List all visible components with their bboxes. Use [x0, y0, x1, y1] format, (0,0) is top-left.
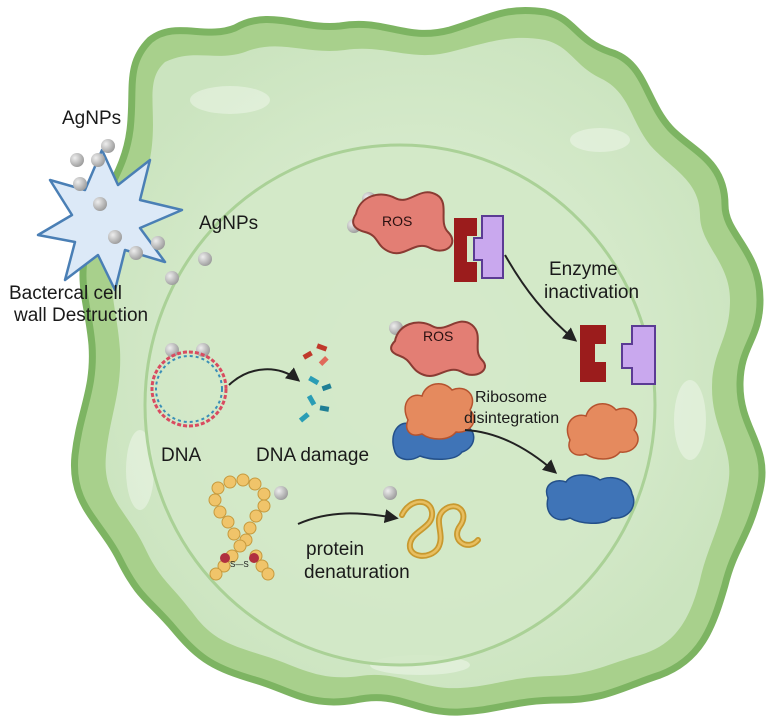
- arrow-protein: [297, 509, 399, 525]
- text-labels: AgNPs AgNPs Bactercal cell wall Destruct…: [9, 108, 639, 583]
- enzyme-dark-subunit: [580, 325, 606, 382]
- disulfide-label: S—S: [230, 560, 249, 569]
- ribosome-small-subunit: [404, 383, 475, 440]
- ribosome-disintegrated: [545, 403, 639, 524]
- nanoparticle-icon: [198, 252, 212, 266]
- ros-blob-icon: [352, 191, 454, 255]
- ros-middle: ROS: [390, 320, 486, 377]
- dna-ring-inner: [155, 355, 223, 423]
- arrow-ribosome: [464, 429, 558, 474]
- enzyme-light-subunit: [473, 215, 504, 279]
- disulfide-bond-node: [249, 553, 259, 563]
- dna-fragment: [321, 383, 332, 392]
- folded-protein: S—S: [208, 473, 275, 581]
- ribosome-large-subunit: [545, 474, 635, 524]
- dna-fragment: [302, 350, 313, 360]
- nanoparticle-icon: [108, 230, 122, 244]
- ros-label: ROS: [382, 213, 412, 229]
- dna-fragments: [298, 343, 332, 423]
- dna-plasmid: [150, 350, 228, 428]
- enzyme-label-line1: Enzyme: [549, 259, 618, 280]
- nanoparticle-icon: [196, 343, 210, 357]
- protein-beads: [208, 473, 275, 581]
- dna-label: DNA: [161, 445, 201, 466]
- dna-fragment: [298, 412, 310, 423]
- enzyme-inactivated: [580, 325, 656, 385]
- nanoparticle-icon: [274, 486, 288, 500]
- dna-fragment: [318, 356, 329, 366]
- nanoparticle-icon: [73, 177, 87, 191]
- ribosome-label-line1: Ribosome: [475, 389, 547, 406]
- ros-top: ROS: [352, 191, 454, 255]
- spiky-burst-icon: [36, 148, 184, 292]
- nanoparticle-icon: [383, 486, 397, 500]
- agnps-label-top: AgNPs: [62, 108, 121, 129]
- process-arrows: [228, 254, 578, 525]
- cell-wall-destruction-graphic: [36, 148, 184, 292]
- nanoparticle-icon: [129, 246, 143, 260]
- dna-damage-label: DNA damage: [256, 445, 369, 466]
- dna-ring-icon: [150, 350, 228, 428]
- ros-label: ROS: [423, 328, 453, 344]
- protein-label-line1: protein: [306, 539, 364, 560]
- nanoparticle-icon: [93, 197, 107, 211]
- dna-fragment: [319, 405, 330, 412]
- ribosome-intact: [392, 383, 475, 461]
- dna-fragment: [306, 394, 317, 406]
- inner-region: [143, 143, 657, 667]
- cell-wall-label-line2: wall Destruction: [13, 305, 148, 326]
- protein-label-line2: denaturation: [304, 562, 410, 583]
- enzyme-light-subunit: [621, 325, 656, 385]
- nanoparticle-icon: [151, 236, 165, 250]
- enzyme-label-line2: inactivation: [544, 282, 639, 303]
- enzyme-complex: [454, 215, 504, 282]
- nanoparticle-icon: [70, 153, 84, 167]
- dna-fragment: [316, 343, 328, 352]
- nanoparticle-icon: [101, 139, 115, 153]
- arrow-enzyme: [504, 254, 578, 342]
- nanoparticle-icon: [165, 271, 179, 285]
- arrow-dna: [228, 367, 301, 386]
- ribosome-small-subunit: [566, 403, 639, 460]
- cell-wall-label-line1: Bactercal cell: [9, 283, 122, 304]
- disulfide-bond-node: [220, 553, 230, 563]
- ros-blob-icon: [390, 320, 486, 377]
- ribosome-label-line2: disintegration: [464, 410, 559, 427]
- nanoparticle-icon: [165, 343, 179, 357]
- denatured-protein-inner: [400, 500, 480, 557]
- denatured-protein: [399, 498, 481, 559]
- nanoparticle-icon: [91, 153, 105, 167]
- dna-fragment: [308, 375, 320, 386]
- enzyme-dark-subunit: [454, 218, 477, 282]
- agnps-label-middle: AgNPs: [199, 213, 258, 234]
